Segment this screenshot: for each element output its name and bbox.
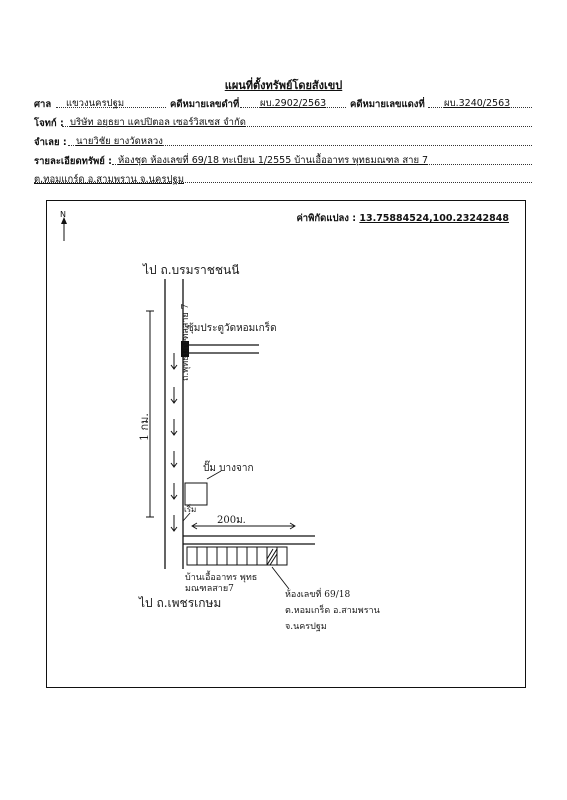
property-dotline (112, 164, 532, 165)
north-label: N (60, 210, 66, 219)
plaintiff-dotline (62, 126, 532, 127)
black-case-value: ผบ.2902/2563 (260, 98, 327, 109)
to-bottom-road-label: ไป ถ.เพชรเกษม (139, 596, 222, 610)
distance-200m-line (191, 522, 296, 530)
property-value: ห้องชุด ห้องเลขที่ 69/18 ทะเบียน 1/2555 … (118, 155, 429, 166)
red-case-dotline (428, 107, 532, 108)
housing-building (186, 546, 288, 566)
main-road-label: ถ.พุทธมณฑลสาย 7 (181, 303, 191, 381)
plaintiff-label: โจทก์ : (34, 118, 64, 129)
map-frame: ค่าพิกัดแปลง : 13.75884524,100.23242848 … (46, 200, 526, 688)
bangjak-label: ปั๊ม บางจาก (203, 463, 254, 474)
housing-name-label: บ้านเอื้ออาทร พุทธมณฑลสาย7 (185, 573, 258, 594)
coordinate-label: ค่าพิกัดแปลง : (296, 213, 357, 224)
temple-gate-road (183, 344, 259, 354)
court-label: ศาล (34, 99, 52, 110)
property-label: รายละเอียดทรัพย์ : (34, 156, 112, 167)
red-case-value: ผบ.3240/2563 (444, 98, 511, 109)
address-value: ต.ทอมแกร์ด อ.สามพราน จ.นครปฐม (34, 174, 184, 185)
coordinate-readout: ค่าพิกัดแปลง : 13.75884524,100.23242848 (296, 211, 509, 226)
page-title: แผนที่ตั้งทรัพย์โดยสังเขป (224, 79, 343, 92)
subdistrict-label: ต.หอมเกร็ด อ.สามพราน (285, 606, 380, 616)
north-arrow-icon (61, 217, 67, 241)
address-dotline (34, 182, 532, 183)
defendant-label: จำเลย : (34, 137, 67, 148)
red-case-label: คดีหมายเลขแดงที่ (350, 99, 425, 110)
distance-1km-label: 1 กม. (138, 413, 151, 441)
defendant-dotline (68, 145, 532, 146)
target-unit-hatch (266, 548, 278, 566)
bangjak-station-box (184, 482, 208, 506)
distance-200m-label: 200ม. (217, 515, 246, 526)
black-case-label: คดีหมายเลขดำที่ (170, 99, 240, 110)
temple-gate-label: ซุ้มประตูวัดหอมเกร็ด (187, 323, 277, 334)
plaintiff-value: บริษัท อยุธยา แคปปิตอล เซอร์วิสเซส จำกัด (70, 117, 246, 128)
side-road (183, 535, 315, 545)
court-value: แขวงนครปฐม (66, 98, 125, 109)
start-point-label: เริ่ม (184, 505, 197, 514)
black-case-dotline (240, 107, 346, 108)
to-top-road-label: ไป ถ.บรมราชชนนี (143, 263, 240, 277)
road-direction-arrows (170, 353, 178, 532)
distance-1km-line (146, 310, 154, 518)
coordinate-value: 13.75884524,100.23242848 (359, 213, 509, 224)
map-sketch (61, 217, 315, 590)
court-dotline (56, 107, 166, 108)
temple-gate-marker (181, 341, 189, 357)
unit-number-label: ห้องเลขที่ 69/18 (285, 590, 351, 600)
province-label: จ.นครปฐม (285, 622, 327, 632)
unit-pointer (271, 566, 290, 590)
defendant-value: นายวิชัย ยางวัดหลวง (76, 136, 163, 147)
